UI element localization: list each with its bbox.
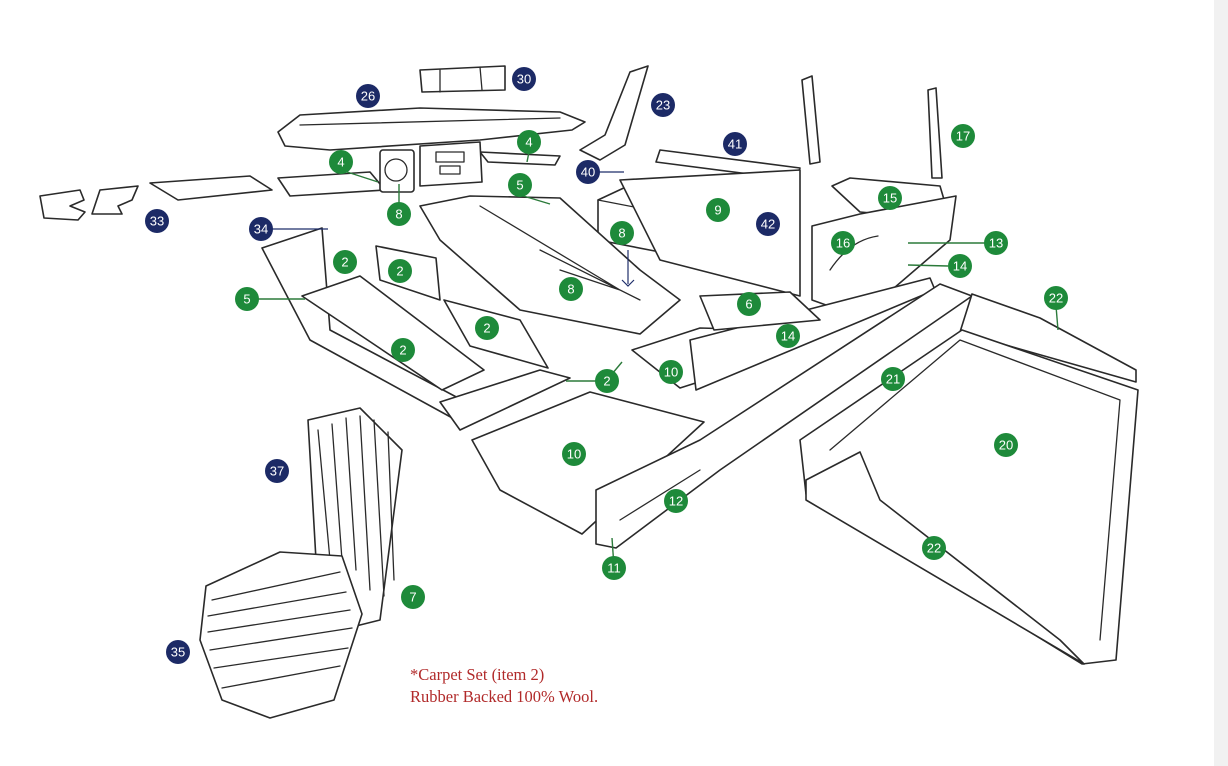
svg-text:21: 21 xyxy=(886,372,900,387)
part-26-shape xyxy=(277,107,586,151)
callout-4-a: 4 xyxy=(517,130,541,154)
callout-37: 37 xyxy=(265,459,289,483)
callout-2-e: 2 xyxy=(595,369,619,393)
callout-30: 30 xyxy=(512,67,536,91)
callout-6: 6 xyxy=(737,292,761,316)
svg-text:5: 5 xyxy=(243,292,250,307)
seat-shapes xyxy=(199,407,403,719)
callout-14-b: 14 xyxy=(776,324,800,348)
svg-text:8: 8 xyxy=(567,282,574,297)
svg-text:22: 22 xyxy=(927,541,941,556)
callout-15: 15 xyxy=(878,186,902,210)
page-edge xyxy=(1214,0,1228,766)
callout-10-a: 10 xyxy=(659,360,683,384)
callout-23: 23 xyxy=(651,93,675,117)
svg-text:2: 2 xyxy=(399,343,406,358)
callout-20: 20 xyxy=(994,433,1018,457)
floor-left-shapes xyxy=(261,227,571,431)
callout-40: 40 xyxy=(576,160,600,184)
part-30-shape xyxy=(419,65,506,93)
svg-text:4: 4 xyxy=(337,155,344,170)
part-6-shape xyxy=(699,291,821,331)
svg-text:14: 14 xyxy=(953,259,967,274)
svg-text:6: 6 xyxy=(745,297,752,312)
callout-4-b: 4 xyxy=(329,150,353,174)
callout-13: 13 xyxy=(984,231,1008,255)
svg-text:42: 42 xyxy=(761,217,775,232)
part-17-shape xyxy=(927,87,943,179)
callout-41: 41 xyxy=(723,132,747,156)
callout-42: 42 xyxy=(756,212,780,236)
svg-text:10: 10 xyxy=(567,447,581,462)
note-line-1: *Carpet Set (item 2) xyxy=(410,665,545,684)
svg-text:12: 12 xyxy=(669,494,683,509)
callout-badges: 30 26 23 4 4 41 17 40 5 8 9 15 33 34 42 … xyxy=(145,67,1068,664)
callout-26: 26 xyxy=(356,84,380,108)
callout-11: 11 xyxy=(602,556,626,580)
callout-14-a: 14 xyxy=(948,254,972,278)
callout-12: 12 xyxy=(664,489,688,513)
callout-22-b: 22 xyxy=(922,536,946,560)
svg-text:34: 34 xyxy=(254,222,268,237)
callout-8-c: 8 xyxy=(559,277,583,301)
svg-text:8: 8 xyxy=(618,226,625,241)
svg-text:20: 20 xyxy=(999,438,1013,453)
svg-text:4: 4 xyxy=(525,135,532,150)
callout-5-b: 5 xyxy=(235,287,259,311)
svg-text:22: 22 xyxy=(1049,291,1063,306)
svg-text:35: 35 xyxy=(171,645,185,660)
part-23-shape xyxy=(579,65,649,161)
svg-text:16: 16 xyxy=(836,236,850,251)
callout-16: 16 xyxy=(831,231,855,255)
svg-text:5: 5 xyxy=(516,178,523,193)
svg-text:13: 13 xyxy=(989,236,1003,251)
svg-text:23: 23 xyxy=(656,98,670,113)
callout-35: 35 xyxy=(166,640,190,664)
pillar-shape xyxy=(801,75,821,165)
callout-2-a: 2 xyxy=(333,250,357,274)
part-8-tunnel-shape xyxy=(419,195,681,335)
callout-2-b: 2 xyxy=(388,259,412,283)
svg-text:2: 2 xyxy=(396,264,403,279)
svg-text:11: 11 xyxy=(607,561,621,576)
svg-text:41: 41 xyxy=(728,137,742,152)
callout-8-a: 8 xyxy=(387,202,411,226)
svg-text:7: 7 xyxy=(409,590,416,605)
callout-34: 34 xyxy=(249,217,273,241)
rear-bulkhead-shape xyxy=(619,169,801,297)
callout-10-b: 10 xyxy=(562,442,586,466)
part-33-shapes xyxy=(39,175,273,221)
svg-text:8: 8 xyxy=(395,207,402,222)
boot-panel-shapes xyxy=(799,293,1139,665)
callout-8-b: 8 xyxy=(610,221,634,245)
svg-text:2: 2 xyxy=(483,321,490,336)
svg-text:10: 10 xyxy=(664,365,678,380)
callout-5-a: 5 xyxy=(508,173,532,197)
callout-2-c: 2 xyxy=(475,316,499,340)
part-8-console-shapes xyxy=(379,141,483,193)
svg-text:17: 17 xyxy=(956,129,970,144)
callout-22-a: 22 xyxy=(1044,286,1068,310)
callout-7: 7 xyxy=(401,585,425,609)
svg-text:14: 14 xyxy=(781,329,795,344)
svg-text:40: 40 xyxy=(581,165,595,180)
svg-text:33: 33 xyxy=(150,214,164,229)
note-line-2: Rubber Backed 100% Wool. xyxy=(410,687,599,706)
callout-2-d: 2 xyxy=(391,338,415,362)
callout-21: 21 xyxy=(881,367,905,391)
carpet-set-note: *Carpet Set (item 2) Rubber Backed 100% … xyxy=(410,664,598,708)
svg-text:37: 37 xyxy=(270,464,284,479)
callout-33: 33 xyxy=(145,209,169,233)
callout-9: 9 xyxy=(706,198,730,222)
svg-text:2: 2 xyxy=(603,374,610,389)
svg-text:26: 26 xyxy=(361,89,375,104)
svg-text:9: 9 xyxy=(714,203,721,218)
svg-text:30: 30 xyxy=(517,72,531,87)
svg-text:15: 15 xyxy=(883,191,897,206)
svg-text:2: 2 xyxy=(341,255,348,270)
sill-strip-shapes xyxy=(595,277,973,549)
callout-17: 17 xyxy=(951,124,975,148)
